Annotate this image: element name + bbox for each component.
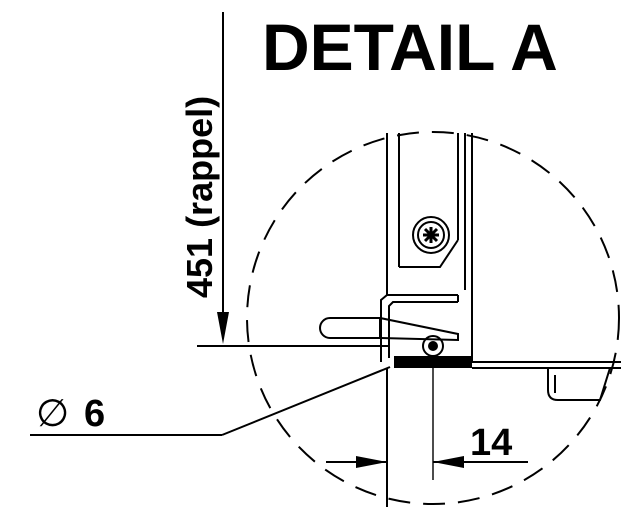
horizontal-dimension-label: 14 [470,422,512,464]
base-plate [394,356,621,369]
diameter-leader-line [221,366,391,436]
screw-icon [412,216,450,254]
detail-circle [246,131,620,505]
diameter-symbol: ∅ [36,391,69,435]
diameter-value: 6 [84,393,105,435]
foot [547,367,611,401]
detail-title: DETAIL A [262,10,558,84]
bracket [380,294,459,362]
diameter-callout: ∅ 6 [30,366,391,436]
horizontal-dimension: 14 [326,422,528,468]
vertical-dimension-arrow [217,312,229,344]
vertical-dimension: 451 (rappel) [179,12,229,344]
lever-handle [319,317,459,342]
vertical-dimension-label: 451 (rappel) [179,96,220,298]
frame-profile [386,133,473,362]
